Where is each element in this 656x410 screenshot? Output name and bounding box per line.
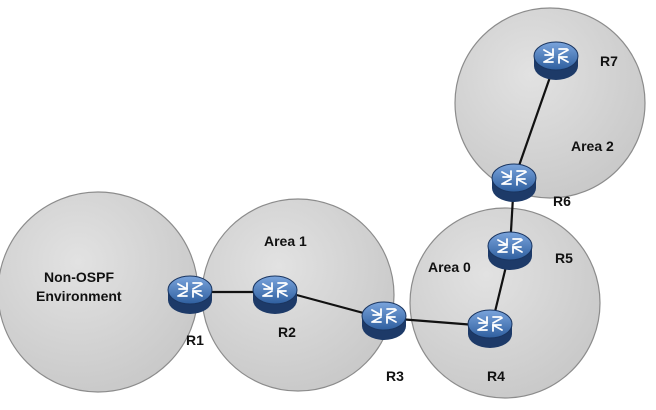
router-r7-icon[interactable] (533, 41, 579, 81)
router-r3-label: R3 (386, 368, 404, 384)
router-r4-icon[interactable] (467, 309, 513, 349)
area-0-label: Area 0 (428, 259, 471, 275)
area-0 (409, 207, 601, 399)
router-r1-label: R1 (186, 332, 204, 348)
area-non-ospf-label-line2: Environment (36, 288, 122, 304)
area-2-label: Area 2 (571, 138, 614, 154)
router-r2-label: R2 (278, 324, 296, 340)
link-r6-r7 (512, 59, 558, 181)
area-1-label: Area 1 (264, 233, 307, 249)
router-r4-label: R4 (487, 368, 505, 384)
router-r2-icon[interactable] (252, 275, 298, 315)
router-r6-label: R6 (553, 193, 571, 209)
router-r1-icon[interactable] (167, 275, 213, 315)
router-r7-label: R7 (600, 53, 618, 69)
router-r5-icon[interactable] (487, 231, 533, 271)
router-r6-icon[interactable] (491, 163, 537, 203)
area-non-ospf-label-line1: Non-OSPF (44, 269, 114, 285)
area-2 (454, 7, 646, 199)
router-r3-icon[interactable] (361, 301, 407, 341)
router-r5-label: R5 (555, 250, 573, 266)
